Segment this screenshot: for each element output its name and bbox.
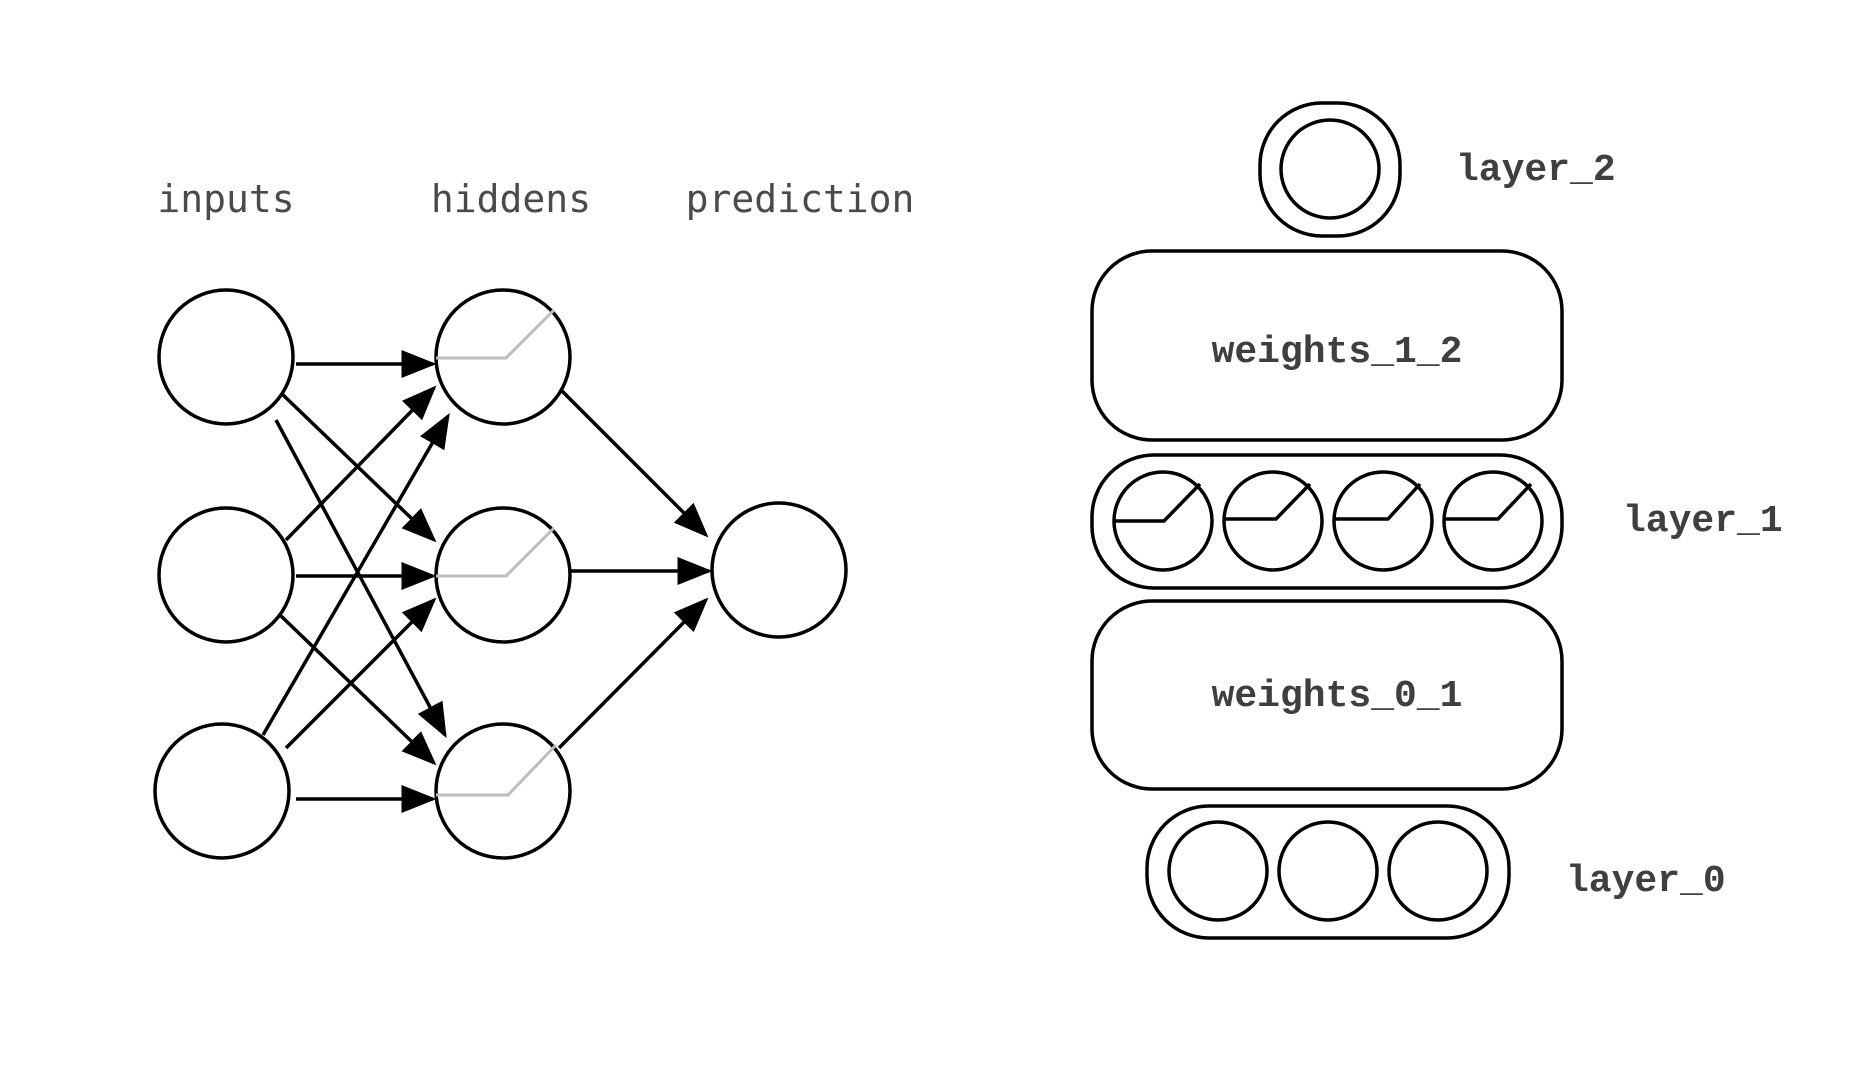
prediction-node — [710, 501, 848, 639]
layer-0-node — [1277, 820, 1379, 922]
layer-1-label: layer_1 — [1623, 500, 1783, 543]
prediction-label: prediction — [686, 177, 915, 221]
edge-h1-o — [557, 386, 709, 538]
relu-icon — [436, 526, 556, 578]
layer-2-block — [1258, 101, 1402, 238]
layer-1-node — [1222, 470, 1324, 572]
hidden-node — [434, 506, 572, 644]
edge-i3-h2 — [284, 597, 437, 750]
input-node — [153, 722, 291, 860]
hidden-output-edges — [557, 386, 713, 750]
relu-icon — [1224, 482, 1312, 521]
layer-1-node — [1112, 470, 1214, 572]
network-graph: inputs hiddens prediction — [153, 177, 915, 860]
layer-stack: layer_2 weights_1_2 — [1090, 101, 1783, 940]
input-node — [157, 288, 295, 426]
hidden-node — [434, 722, 572, 860]
relu-icon — [1444, 482, 1533, 521]
edge-i3-h1 — [261, 412, 450, 736]
layer-0-label: layer_0 — [1566, 860, 1726, 903]
layer-2-label: layer_2 — [1456, 149, 1616, 192]
weights-0-1-block: weights_0_1 — [1090, 599, 1564, 791]
input-hidden-edges — [261, 350, 450, 813]
relu-icon — [436, 308, 556, 360]
edge-i2-h3 — [279, 614, 437, 766]
layer-0-node — [1387, 820, 1489, 922]
input-node — [157, 506, 295, 644]
weights-1-2-block: weights_1_2 — [1090, 249, 1564, 442]
layer-2-node — [1279, 118, 1381, 220]
edge-i2-h1 — [284, 385, 437, 542]
hiddens-label: hiddens — [431, 177, 591, 221]
relu-icon — [436, 743, 558, 797]
inputs-label: inputs — [157, 177, 294, 221]
hidden-node — [434, 288, 572, 426]
weights-1-2-label: weights_1_2 — [1212, 331, 1463, 374]
layer-1-block — [1090, 453, 1564, 590]
layer-0-node — [1167, 820, 1269, 922]
layer-1-node — [1442, 470, 1544, 572]
layer-1-node — [1332, 470, 1434, 572]
layer-0-block — [1145, 804, 1511, 940]
weights-0-1-label: weights_0_1 — [1212, 675, 1463, 718]
edge-h3-o — [557, 597, 709, 750]
relu-icon — [1114, 482, 1202, 523]
relu-icon — [1334, 482, 1422, 521]
